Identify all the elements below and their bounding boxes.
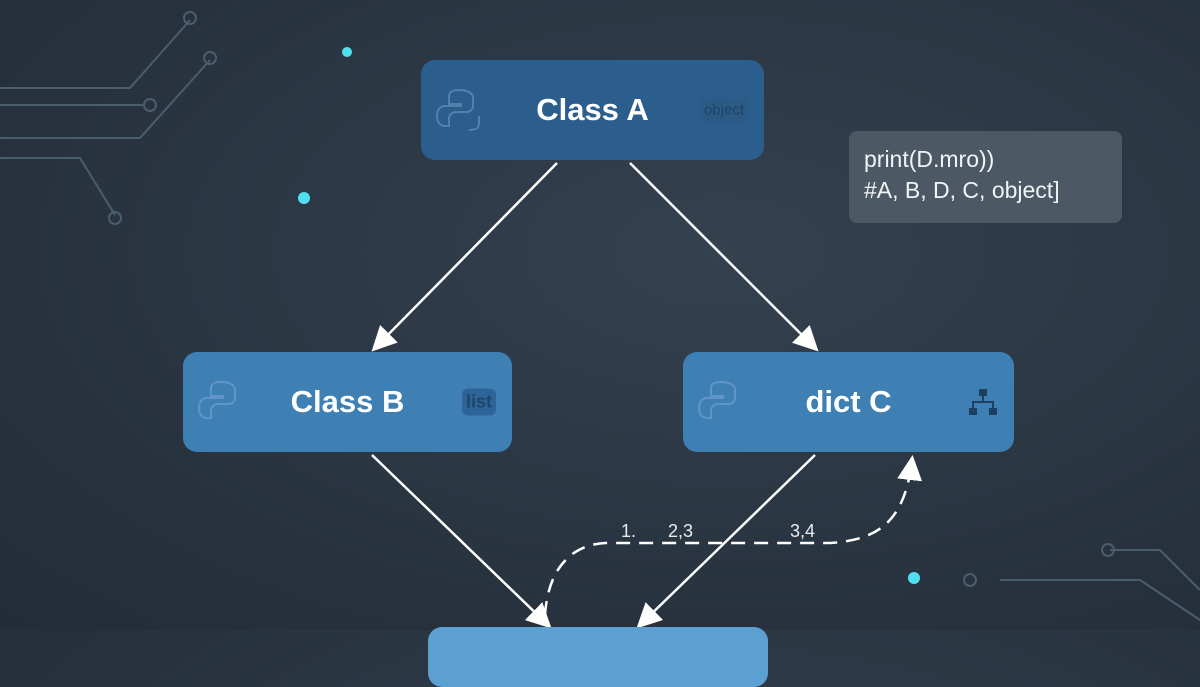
object-icon: object [699, 98, 748, 122]
dict-c-label: dict C [805, 384, 892, 419]
class-d-node[interactable] [428, 627, 768, 687]
dict-c-node[interactable]: dict C [683, 352, 1014, 452]
class-a-label: Class A [536, 92, 649, 127]
class-a-node[interactable]: Class A object [421, 60, 764, 160]
list-icon: list [461, 388, 496, 416]
background-circuits [0, 11, 1200, 629]
inheritance-arrows [371, 162, 923, 629]
hierarchy-icon [969, 389, 997, 415]
class-b-label: Class B [290, 384, 405, 419]
class-b-node[interactable]: Class B list [183, 352, 512, 452]
python-icon [435, 88, 480, 131]
code-line-2: #A, B, D, C, object] [864, 177, 1060, 203]
mro-path-dashed [543, 455, 923, 616]
python-icon [197, 380, 236, 419]
path-label-1: 1. [621, 521, 637, 541]
code-line-1: print(D.mro)) [864, 146, 995, 172]
path-label-2: 2,3 [668, 521, 694, 541]
python-icon [697, 380, 736, 419]
path-label-3: 3,4 [790, 521, 816, 541]
mro-code-box: print(D.mro)) #A, B, D, C, object] [849, 131, 1122, 223]
glow-dots [298, 47, 920, 584]
